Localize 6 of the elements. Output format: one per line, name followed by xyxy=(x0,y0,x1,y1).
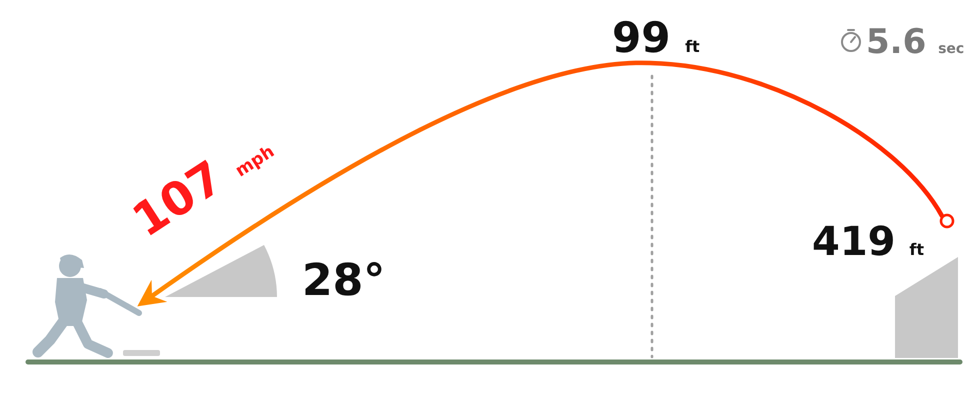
distance-label: 419 ft xyxy=(812,222,924,262)
launch-angle-label: 28° xyxy=(302,259,386,303)
hang-time-label: 5.6 sec xyxy=(866,25,964,59)
launch-angle-wedge xyxy=(165,245,277,297)
max-height-label: 99 ft xyxy=(612,17,700,59)
outfield-wall xyxy=(895,257,958,358)
